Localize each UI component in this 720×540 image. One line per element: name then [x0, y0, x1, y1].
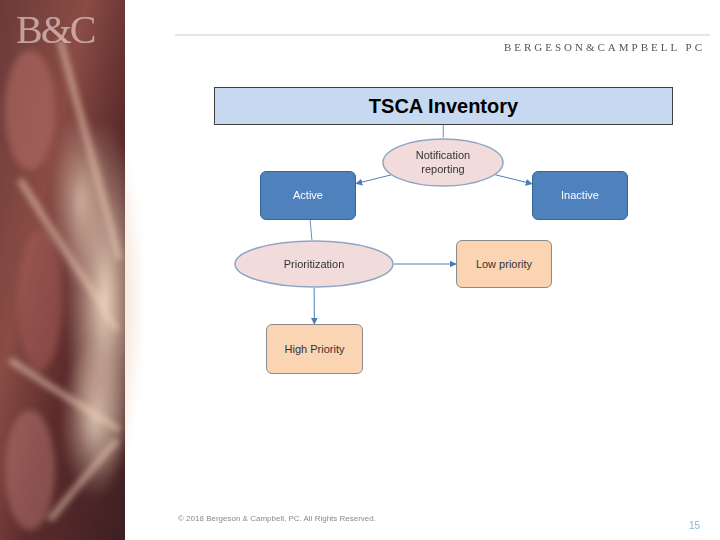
node-label: Active — [293, 188, 323, 202]
process-ellipse: Notification reporting — [382, 138, 504, 187]
ellipse-outline — [382, 138, 504, 187]
ellipse-shape — [235, 241, 393, 287]
node-label: Prioritization — [284, 257, 345, 271]
connector — [314, 288, 315, 324]
node-label: High Priority — [285, 342, 345, 356]
connector — [394, 264, 456, 265]
process-ellipse: Prioritization — [234, 240, 394, 288]
title-band: TSCA Inventory — [214, 87, 673, 125]
priority-box: Low priority — [456, 240, 552, 288]
header-rule — [175, 35, 710, 36]
connector — [443, 125, 444, 138]
status-box: Active — [260, 171, 356, 220]
ellipse-shape — [383, 139, 503, 186]
connector — [495, 175, 532, 184]
page-number: 15 — [689, 520, 700, 531]
flower-texture — [5, 40, 145, 530]
logo-text: B&C — [16, 6, 94, 53]
status-box: Inactive — [532, 171, 628, 220]
firm-header: BERGESON&CAMPBELL PC — [504, 41, 705, 53]
priority-box: High Priority — [266, 324, 363, 374]
connector — [356, 175, 391, 184]
node-label: TSCA Inventory — [369, 93, 518, 119]
node-label: Low priority — [476, 257, 532, 271]
node-label: Inactive — [561, 188, 599, 202]
connector — [310, 220, 312, 240]
copyright-note: © 2018 Bergeson & Campbell, PC. All Righ… — [178, 514, 376, 523]
node-label: Notification reporting — [403, 148, 483, 177]
